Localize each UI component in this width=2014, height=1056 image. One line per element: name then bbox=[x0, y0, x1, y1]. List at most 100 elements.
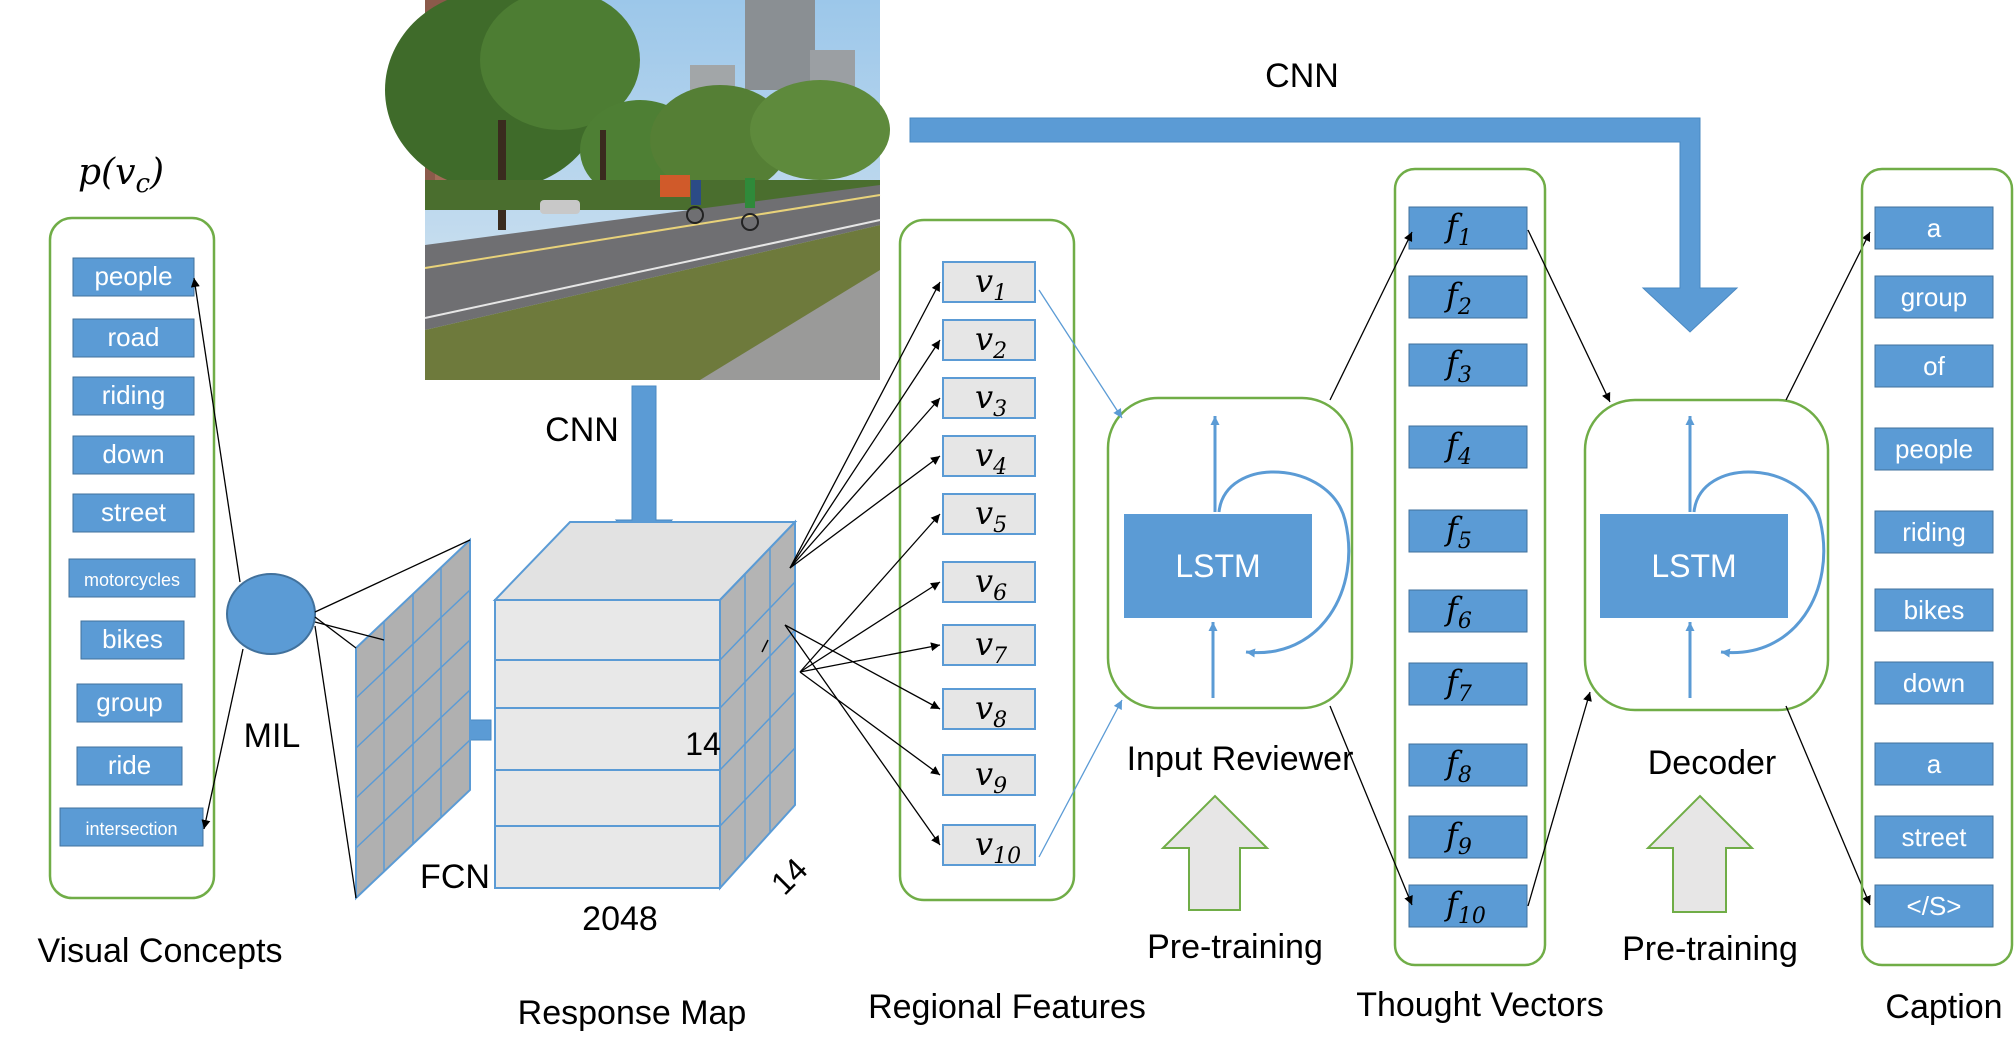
input-reviewer-title: Input Reviewer bbox=[1127, 740, 1354, 778]
mil-node bbox=[226, 573, 316, 655]
visual-concepts-title: Visual Concepts bbox=[37, 932, 282, 970]
v1-to-reviewer-line bbox=[1038, 289, 1123, 419]
visual-concept-item: ride bbox=[76, 746, 183, 786]
cube-to-feature-arrow bbox=[784, 624, 941, 846]
caption-word-label: a bbox=[1927, 749, 1942, 779]
regional-feature-subscript: 3 bbox=[993, 397, 1007, 422]
f1-to-decoder-arrow bbox=[1527, 229, 1611, 403]
thought-vector-subscript: 7 bbox=[1458, 682, 1472, 707]
visual-concept-label: bikes bbox=[102, 624, 163, 654]
cube-to-feature-arrow bbox=[799, 671, 941, 776]
svg-text:v1: v1 bbox=[975, 262, 1007, 306]
reviewer-to-f1-arrow bbox=[1329, 231, 1413, 401]
svg-text:v2: v2 bbox=[975, 320, 1007, 364]
mil-to-intersection-arrow bbox=[201, 648, 244, 830]
response-map-title: Response Map bbox=[518, 994, 747, 1032]
thought-vector-item: f2 bbox=[1408, 275, 1528, 320]
thought-vector-subscript: 9 bbox=[1458, 835, 1472, 860]
regional-feature-item: v8 bbox=[942, 688, 1036, 733]
input-reviewer-panel bbox=[1106, 396, 1354, 710]
regional-feature-subscript: 2 bbox=[992, 339, 1007, 364]
decoder-to-a-arrow bbox=[1785, 231, 1871, 401]
visual-concept-label: down bbox=[102, 439, 164, 469]
regional-feature-subscript: 7 bbox=[993, 644, 1007, 669]
regional-feature-item: v4 bbox=[942, 435, 1036, 480]
thought-vector-subscript: 1 bbox=[1458, 226, 1472, 251]
response-map-width-label: 2048 bbox=[582, 900, 658, 938]
visual-concept-item: motorcycles bbox=[68, 558, 196, 598]
svg-text:v10: v10 bbox=[975, 825, 1021, 869]
thought-vector-item: f3 bbox=[1408, 343, 1528, 388]
response-map-depth-label: 14 bbox=[764, 851, 815, 902]
caption-word-label: bikes bbox=[1904, 595, 1965, 625]
thought-vector-item: f4 bbox=[1408, 425, 1528, 470]
cube-to-feature-arrow bbox=[799, 513, 941, 673]
regional-feature-subscript: 1 bbox=[993, 281, 1007, 306]
regional-feature-subscript: 8 bbox=[993, 708, 1007, 733]
regional-feature-item: v6 bbox=[942, 561, 1036, 606]
input-reviewer-lstm-label: LSTM bbox=[1175, 548, 1260, 584]
caption-word-item: a bbox=[1874, 742, 1994, 786]
street-photo bbox=[385, 0, 890, 380]
thought-vector-item: f1 bbox=[1408, 206, 1528, 251]
response-map-height-label: 14 bbox=[685, 726, 721, 762]
cube-to-feature-arrow bbox=[799, 642, 941, 673]
cube-to-feature-arrow bbox=[799, 581, 941, 673]
cube-to-feature-arrow bbox=[789, 281, 941, 569]
thought-vector-item: f7 bbox=[1408, 662, 1528, 707]
v10-to-reviewer-line bbox=[1038, 699, 1123, 858]
thought-vector-item: f10 bbox=[1408, 884, 1528, 929]
caption-word-item: people bbox=[1874, 427, 1994, 471]
svg-text:v8: v8 bbox=[975, 689, 1007, 733]
regional-feature-subscript: 6 bbox=[993, 581, 1007, 606]
visual-concept-item: road bbox=[72, 318, 195, 358]
cube-to-feature-arrow bbox=[784, 624, 941, 710]
regional-feature-symbol: v bbox=[975, 378, 993, 416]
decoder-arrows bbox=[1685, 416, 1826, 698]
regional-feature-item: v9 bbox=[942, 754, 1036, 799]
regional-feature-symbol: v bbox=[975, 689, 993, 727]
regional-feature-symbol: v bbox=[975, 494, 993, 532]
caption-word-item: bikes bbox=[1874, 588, 1994, 632]
thought-vector-subscript: 10 bbox=[1458, 904, 1486, 929]
visual-concept-label: ride bbox=[108, 750, 151, 780]
visual-concept-label: group bbox=[96, 687, 163, 717]
svg-text:f9: f9 bbox=[1444, 816, 1472, 860]
fcn-label: FCN bbox=[420, 858, 490, 896]
regional-feature-subscript: 9 bbox=[993, 774, 1007, 799]
regional-feature-item: v10 bbox=[942, 824, 1036, 869]
input-reviewer-pretraining-label: Pre-training bbox=[1147, 928, 1323, 966]
visual-concept-item: group bbox=[76, 683, 183, 723]
cube-to-feature-arrow bbox=[789, 397, 941, 569]
svg-text:v7: v7 bbox=[975, 625, 1007, 669]
caption-word-item: </S> bbox=[1874, 884, 1994, 928]
thought-vectors-panel bbox=[1393, 167, 1547, 967]
input-reviewer-pretraining-arrow bbox=[1160, 794, 1270, 911]
visual-concepts-panel bbox=[48, 216, 216, 900]
input-reviewer-arrows bbox=[1208, 416, 1351, 698]
decoder-to-end-arrow bbox=[1785, 705, 1871, 906]
cube-to-feature-arrows bbox=[784, 281, 941, 846]
svg-text:v5: v5 bbox=[975, 494, 1007, 538]
regional-feature-symbol: v bbox=[975, 262, 993, 300]
caption-word-label: group bbox=[1901, 282, 1968, 312]
visual-concept-item: down bbox=[72, 435, 195, 475]
thought-vector-subscript: 4 bbox=[1457, 445, 1472, 470]
prob-label: p(vc) bbox=[78, 152, 164, 199]
visual-concept-label: intersection bbox=[85, 819, 177, 839]
thought-vector-subscript: 2 bbox=[1457, 295, 1472, 320]
visual-concept-item: intersection bbox=[59, 807, 204, 847]
regional-feature-subscript: 5 bbox=[993, 513, 1007, 538]
caption-word-label: down bbox=[1903, 668, 1965, 698]
fcn-sheet bbox=[355, 537, 471, 901]
regional-feature-item: v2 bbox=[942, 319, 1036, 364]
visual-concept-label: motorcycles bbox=[84, 570, 180, 590]
regional-feature-subscript: 10 bbox=[993, 844, 1021, 869]
cnn-image-label: CNN bbox=[545, 411, 619, 449]
caption-title: Caption bbox=[1885, 988, 2002, 1026]
regional-features-title: Regional Features bbox=[868, 988, 1146, 1026]
sheet-to-mil-lines bbox=[314, 539, 471, 899]
